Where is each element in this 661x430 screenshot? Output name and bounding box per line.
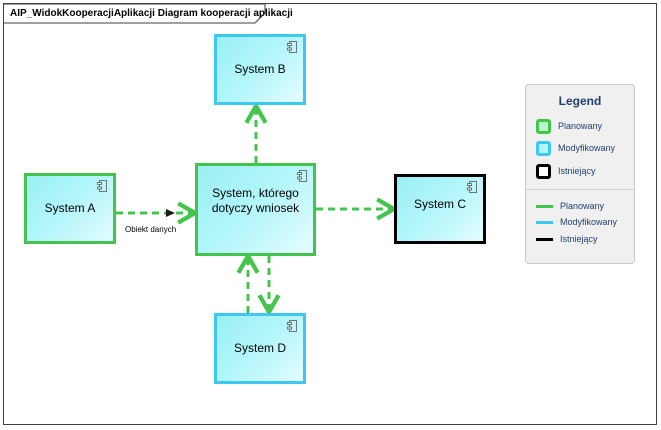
component-icon [287,320,297,332]
legend-label: Istniejący [558,166,596,176]
legend-divider [526,189,634,190]
node-central-system[interactable]: System, którego dotyczy wniosek [195,163,316,256]
node-system-c[interactable]: System C [394,174,486,244]
component-icon [97,180,107,192]
modified-line-sample [536,220,553,224]
legend-label: Modyfikowany [560,217,618,227]
legend-line-existing: Istniejący [536,229,598,249]
connector-label-data-object: Obiekt danych [125,225,177,234]
component-icon [297,170,307,182]
frame-title-tab [4,4,266,24]
node-label: System C [413,196,466,211]
component-icon [287,41,297,53]
node-system-a[interactable]: System A [24,173,116,244]
node-system-d[interactable]: System D [214,313,306,384]
link-a-to-central[interactable] [116,201,200,225]
node-label: System A [44,201,96,215]
legend-item-existing: Istniejący [536,161,596,181]
legend-line-planned: Planowany [536,196,604,216]
legend-label: Planowany [558,121,603,131]
node-system-b[interactable]: System B [214,34,306,105]
planned-swatch [536,118,551,134]
legend-label: Planowany [560,201,605,211]
node-label: System B [234,62,286,76]
data-object-triangle [166,209,175,217]
legend-label: Modyfikowany [558,143,616,153]
existing-swatch [536,163,551,179]
legend-title: Legend [558,94,602,108]
existing-line-sample [536,237,553,241]
legend-item-modified: Modyfikowany [536,138,615,158]
diagram-frame: AIP_WidokKooperacjiAplikacji Diagram koo… [3,3,657,425]
legend-item-planned: Planowany [536,116,602,136]
legend-line-modified: Modyfikowany [536,212,617,232]
modified-swatch [536,140,551,156]
node-label: System, którego dotyczy wniosek [211,185,300,215]
component-icon [467,181,477,193]
planned-line-sample [536,204,553,208]
node-label: System D [233,341,286,355]
legend-label: Istniejący [560,234,598,244]
diagram-title: AIP_WidokKooperacjiAplikacji Diagram koo… [10,8,293,19]
legend: Legend Planowany Modyfikowany Istniejący… [525,84,635,264]
